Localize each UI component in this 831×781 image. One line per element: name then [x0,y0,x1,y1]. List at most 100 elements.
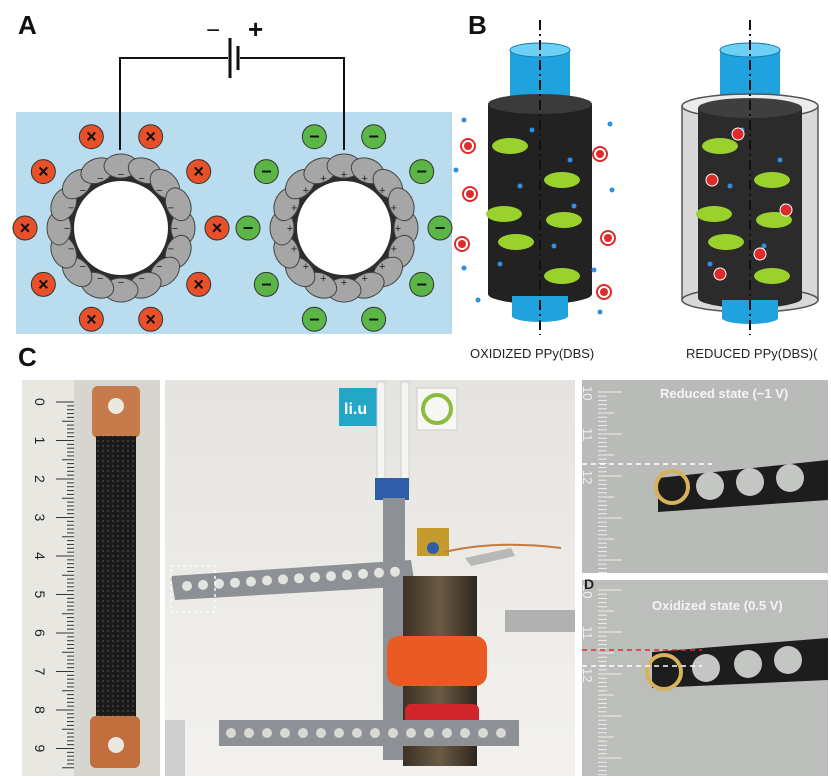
left-ion-symbol: × [193,274,204,294]
right-ion [361,124,387,150]
base-hole [262,728,272,738]
reduced-anion-dot [707,261,713,267]
left-ion [30,159,56,185]
oxidized-anion-dot [529,127,535,133]
cation-core [596,150,604,158]
oxidized-anion-dot [571,203,577,209]
left-bead-charge: − [80,261,86,273]
embedded-cation [713,267,727,281]
left-bead-charge: − [68,202,74,214]
oxidized-dbs-dopant [544,172,580,188]
embedded-cation [731,127,745,141]
reduced-anion-dot [761,243,767,249]
left-ion [78,306,104,332]
ruler-number: 1 [32,437,48,445]
reduced-anion-dot [777,157,783,163]
left-ion-symbol: × [86,309,97,329]
battery-plus-sign: + [248,14,263,44]
left-bead-charge: − [68,244,74,256]
solution-anion [461,265,467,271]
left-bead-charge: − [97,273,103,285]
ruler-number: 7 [32,668,48,676]
lever-hole [230,577,240,588]
right-bead-charge: + [291,202,297,214]
right-bead-charge: + [303,261,309,273]
base-hole [388,728,398,738]
solution-anion [597,309,603,315]
left-ion [138,306,164,332]
panel-c-letter: C [18,342,37,372]
lever-hole [342,570,352,580]
left-ion [186,159,212,185]
lever-hole [262,575,272,586]
right-ion [361,306,387,332]
right-ion [301,306,327,332]
reduced-dbs-dopant [756,212,792,228]
photo-ruler-number: 12 [582,668,595,682]
reduced-ppy-label: REDUCED PPy(DBS)( [686,346,818,361]
left-bead-charge: − [118,169,124,181]
circuit-wire [119,57,345,150]
left-bead-charge: − [156,185,162,197]
solution-anion [461,117,467,123]
cation-core [458,240,466,248]
right-bead-charge: + [341,277,347,289]
panel-b-diagram [453,20,819,335]
left-bead-charge: − [172,223,178,235]
right-ion-symbol: − [309,309,320,329]
right-ion-symbol: − [243,218,254,238]
right-ion-symbol: − [416,162,427,182]
right-bead-charge: + [379,185,385,197]
right-bead-charge: + [361,273,367,285]
oxidized-anion-dot [517,183,523,189]
solution-anion [609,187,615,193]
right-electrode: ++++++++++++++++−−−−−−−−−− [235,124,453,332]
embedded-cation [779,203,793,217]
right-bead-charge: + [291,244,297,256]
oxidized-ring [645,653,683,691]
cation-core [466,190,474,198]
lever-hole [294,573,304,584]
left-ion [30,271,56,297]
reduced-dbs-dopant [754,172,790,188]
right-ion [409,271,435,297]
left-ion-symbol: × [86,127,97,147]
left-ion [12,215,38,241]
panel-b-letter: B [468,10,487,40]
left-ppy-bead [164,187,192,222]
reduced-dbs-dopant [696,206,732,222]
ruler-number: 3 [32,514,48,522]
solution-anion [607,121,613,127]
photo-ruler-number: 10 [582,584,595,598]
left-ion-symbol: × [38,274,49,294]
arm-hole [692,654,720,682]
arm-hole [696,472,724,500]
right-ion [409,159,435,185]
right-ion-symbol: − [261,274,272,294]
left-bead-charge: − [64,223,70,235]
left-hollow-core [74,181,168,275]
left-bead-charge: − [168,202,174,214]
reduced-dbs-dopant [754,268,790,284]
arm-hole [736,468,764,496]
left-bead-charge: − [97,173,103,185]
reduced-ring [654,469,690,505]
right-ion-symbol: − [309,127,320,147]
oxidized-anion-dot [551,243,557,249]
left-ion [138,124,164,150]
left-bead-charge: − [80,185,86,197]
reduced-dbs-dopant [702,138,738,154]
oxidized-dbs-dopant [486,206,522,222]
right-ppy-bead [387,187,415,222]
reduced-anion-dot [727,183,733,189]
right-bead-charge: + [303,185,309,197]
lever-hole [198,579,208,590]
lever-hole [214,578,224,589]
solution-anion [475,297,481,303]
arm-hole [776,464,804,492]
oxidized-ppy-label: OXIDIZED PPy(DBS) [470,346,595,361]
right-bead-charge: + [395,223,401,235]
right-ion [253,271,279,297]
left-bead-charge: − [168,244,174,256]
